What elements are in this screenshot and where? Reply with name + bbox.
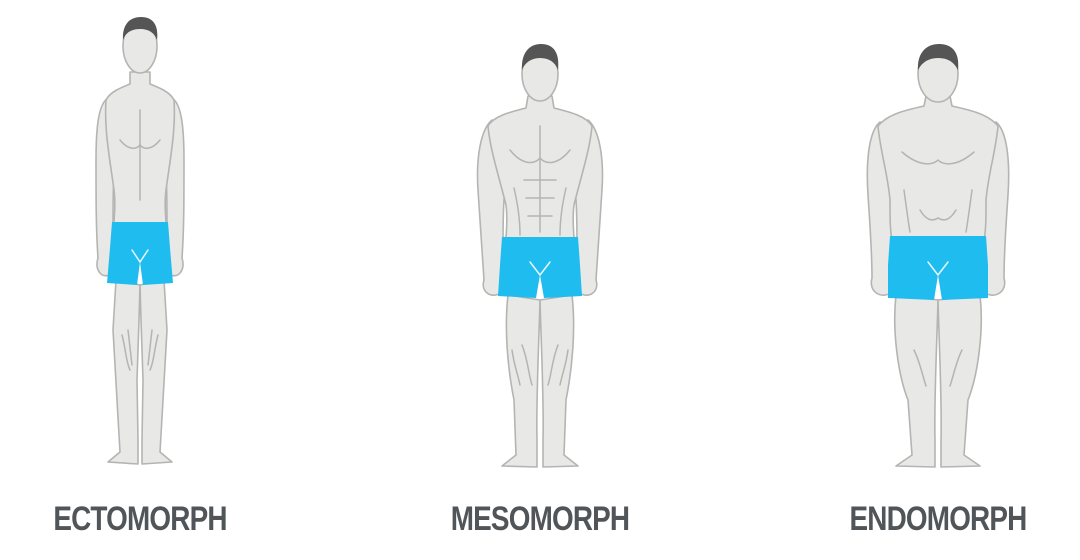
mesomorph-shorts — [498, 237, 582, 298]
ectomorph-label: ECTOMORPH — [53, 500, 227, 538]
endomorph-muscle-lines — [901, 151, 975, 387]
ectomorph-muscle-lines — [119, 109, 161, 371]
endomorph-body — [866, 44, 1010, 468]
endomorph-illustration — [866, 44, 1010, 468]
mesomorph-illustration — [476, 44, 604, 468]
endomorph-label: ENDOMORPH — [849, 500, 1028, 538]
ectomorph-illustration — [95, 17, 185, 465]
ectomorph-shorts — [107, 222, 173, 285]
mesomorph-label: MESOMORPH — [450, 500, 630, 538]
mesomorph-figure: MESOMORPH — [410, 0, 670, 560]
endomorph-shorts — [888, 236, 988, 300]
endomorph-figure: ENDOMORPH — [808, 0, 1068, 560]
mesomorph-body — [476, 44, 604, 468]
ectomorph-figure: ECTOMORPH — [10, 0, 270, 560]
mesomorph-muscle-lines — [509, 125, 571, 386]
